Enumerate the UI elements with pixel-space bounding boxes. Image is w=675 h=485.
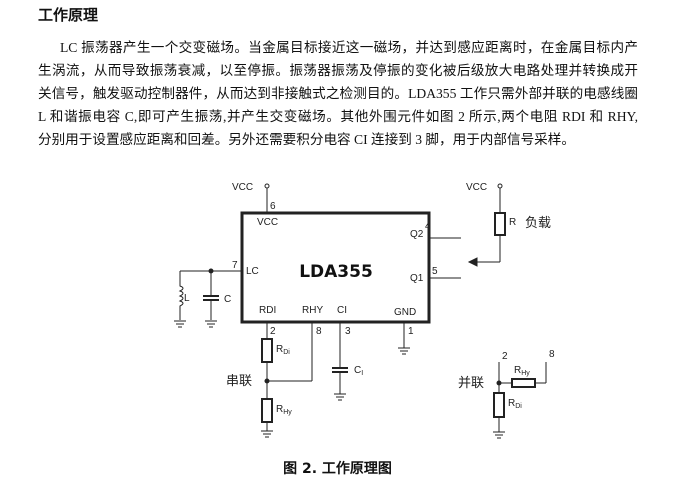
parallel-label: 并联	[458, 376, 484, 391]
pin-number: 2	[270, 326, 276, 337]
resistor-rdi-label: RDi	[508, 398, 522, 410]
pin-number: 1	[408, 326, 414, 337]
resistor-rhy	[261, 398, 273, 423]
load-label: 负载	[525, 216, 551, 231]
load-resistor-label: R	[509, 217, 516, 228]
pin-number: 6	[270, 201, 276, 212]
pin-number: 4	[425, 221, 431, 232]
arrow-icon	[467, 257, 478, 267]
paragraph-line: 生涡流，从而导致振荡衰减，以至停振。振荡器振荡及停振的变化被后级放大电路处理并转…	[38, 63, 638, 78]
ground-icon	[398, 347, 410, 355]
resistor-rhy-parallel	[511, 378, 536, 388]
pin-label-vcc: VCC	[257, 217, 278, 228]
ground-icon	[261, 430, 273, 438]
capacitor-label: C	[224, 294, 231, 305]
inductor-symbol	[178, 271, 184, 320]
pin-number: 2	[502, 351, 508, 362]
pin-label-q1: Q1	[410, 273, 424, 284]
resistor-rdi	[261, 338, 273, 363]
figure-caption: 图 2. 工作原理图	[283, 461, 392, 477]
vcc-terminal	[497, 183, 503, 189]
pin-label-rhy: RHY	[302, 305, 323, 316]
paragraph-line: 关信号，触发驱动控制器件，从而达到非接触式之检测目的。LDA355 工作只需外部…	[38, 86, 638, 101]
inductor-label: L	[184, 293, 190, 304]
vcc-terminal	[264, 183, 270, 189]
pin-number: 8	[549, 349, 555, 360]
body-paragraph: LC 振荡器产生一个交变磁场。当金属目标接近这一磁场，并达到感应距离时，在金属目…	[38, 36, 638, 151]
ground-icon	[493, 431, 505, 439]
paragraph-line: L 和谐振电容 C,即可产生振荡,并产生交变磁场。其他外围元件如图 2 所示,两…	[38, 109, 638, 124]
pin-number: 3	[345, 326, 351, 337]
pin-label-q2: Q2	[410, 229, 424, 240]
pin-label-gnd: GND	[394, 307, 416, 318]
series-label: 串联	[226, 374, 252, 389]
ground-icon	[205, 320, 217, 328]
pin-number: 8	[316, 326, 322, 337]
vcc-label: VCC	[466, 182, 487, 193]
paragraph-line: 分别用于设置感应距离和回差。另外还需要积分电容 CI 连接到 3 脚，用于内部信…	[38, 132, 575, 147]
chip-name: LDA355	[299, 262, 373, 282]
resistor-rdi-parallel	[493, 392, 505, 418]
resistor-rhy-label: RHy	[514, 365, 530, 377]
ground-icon	[174, 320, 186, 328]
section-heading: 工作原理	[38, 6, 99, 24]
load-resistor	[494, 212, 506, 236]
chip-body	[240, 211, 431, 324]
ground-icon	[334, 393, 346, 401]
pin-label-ci: CI	[337, 305, 347, 316]
capacitor-ci-label: CI	[354, 365, 363, 377]
resistor-rdi-label: RDi	[276, 344, 290, 356]
pin-number: 5	[432, 266, 438, 277]
pin-label-rdi: RDI	[259, 305, 276, 316]
paragraph-line: LC 振荡器产生一个交变磁场。当金属目标接近这一磁场，并达到感应距离时，在金属目…	[60, 40, 638, 55]
resistor-rhy-label: RHy	[276, 404, 292, 416]
pin-number: 7	[232, 260, 238, 271]
pin-label-lc: LC	[246, 266, 259, 277]
vcc-label: VCC	[232, 182, 253, 193]
